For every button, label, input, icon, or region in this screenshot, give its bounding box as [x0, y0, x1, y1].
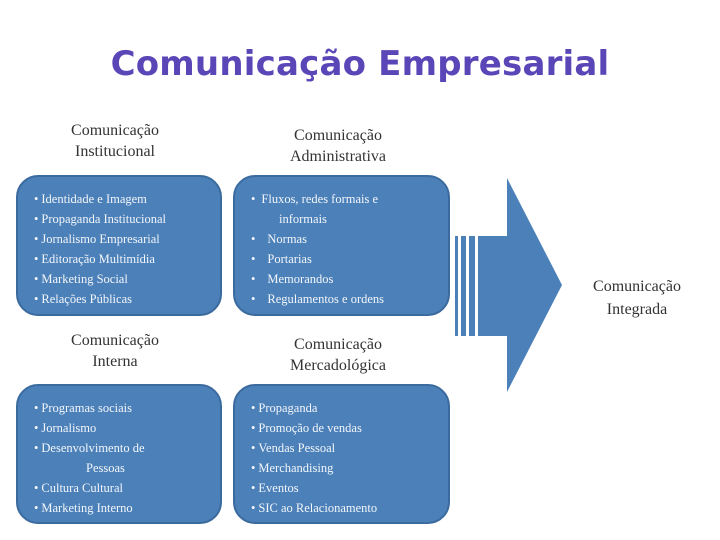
list-item: informais [279, 212, 327, 226]
list-item: •Cultura Cultural [34, 481, 123, 495]
heading-institucional: Comunicação Institucional [40, 120, 190, 162]
heading-mercadologica: Comunicação Mercadológica [258, 334, 418, 376]
list-item: •SIC ao Relacionamento [251, 501, 378, 515]
list-item: Pessoas [86, 461, 125, 475]
heading-institucional-line1: Comunicação [71, 122, 159, 139]
list-item: •Relações Públicas [34, 292, 132, 306]
box-institucional: •Identidade e Imagem •Propaganda Institu… [16, 175, 222, 316]
arrow-stripe [469, 236, 475, 336]
heading-administrativa: Comunicação Administrativa [258, 125, 418, 167]
arrow-body [478, 178, 562, 392]
result-label-line2: Integrada [606, 301, 668, 318]
heading-interna-line2: Interna [92, 353, 138, 370]
heading-administrativa-line1: Comunicação [294, 127, 382, 144]
list-item: •Marketing Social [34, 272, 128, 286]
heading-institucional-line2: Institucional [75, 143, 155, 160]
list-item: •Programas sociais [34, 401, 132, 415]
box-mercadologica: •Propaganda •Promoção de vendas •Vendas … [233, 384, 450, 524]
list-item: •Jornalismo Empresarial [34, 232, 160, 246]
list-item: •Memorandos [251, 272, 334, 286]
arrow-stripe [455, 236, 458, 336]
list-item: •Vendas Pessoal [251, 441, 336, 455]
list-item: •Fluxos, redes formais e [251, 192, 379, 206]
result-label-line1: Comunicação [593, 278, 681, 295]
list-item: •Propaganda [251, 401, 318, 415]
heading-administrativa-line2: Administrativa [290, 148, 386, 165]
diagram-title: Comunicação Empresarial [110, 44, 610, 84]
list-item: •Editoração Multimídia [34, 252, 155, 266]
arrow-right-icon [455, 178, 565, 393]
list-item: •Desenvolvimento de [34, 441, 145, 455]
list-item: •Promoção de vendas [251, 421, 362, 435]
list-item: •Merchandising [251, 461, 334, 475]
list-item: •Portarias [251, 252, 312, 266]
list-item: •Normas [251, 232, 307, 246]
heading-mercadologica-line1: Comunicação [294, 336, 382, 353]
list-item: •Jornalismo [34, 421, 97, 435]
list-item: •Propaganda Institucional [34, 212, 167, 226]
list-item: •Identidade e Imagem [34, 192, 147, 206]
heading-interna: Comunicação Interna [40, 330, 190, 372]
box-administrativa: •Fluxos, redes formais e informais •Norm… [233, 175, 450, 316]
arrow-stripe [461, 236, 466, 336]
list-item: •Eventos [251, 481, 299, 495]
list-item: •Regulamentos e ordens [251, 292, 385, 306]
result-label: Comunicação Integrada [566, 275, 708, 321]
list-item: •Marketing Interno [34, 501, 133, 515]
heading-interna-line1: Comunicação [71, 332, 159, 349]
heading-mercadologica-line2: Mercadológica [290, 357, 386, 374]
box-interna: •Programas sociais •Jornalismo •Desenvol… [16, 384, 222, 524]
